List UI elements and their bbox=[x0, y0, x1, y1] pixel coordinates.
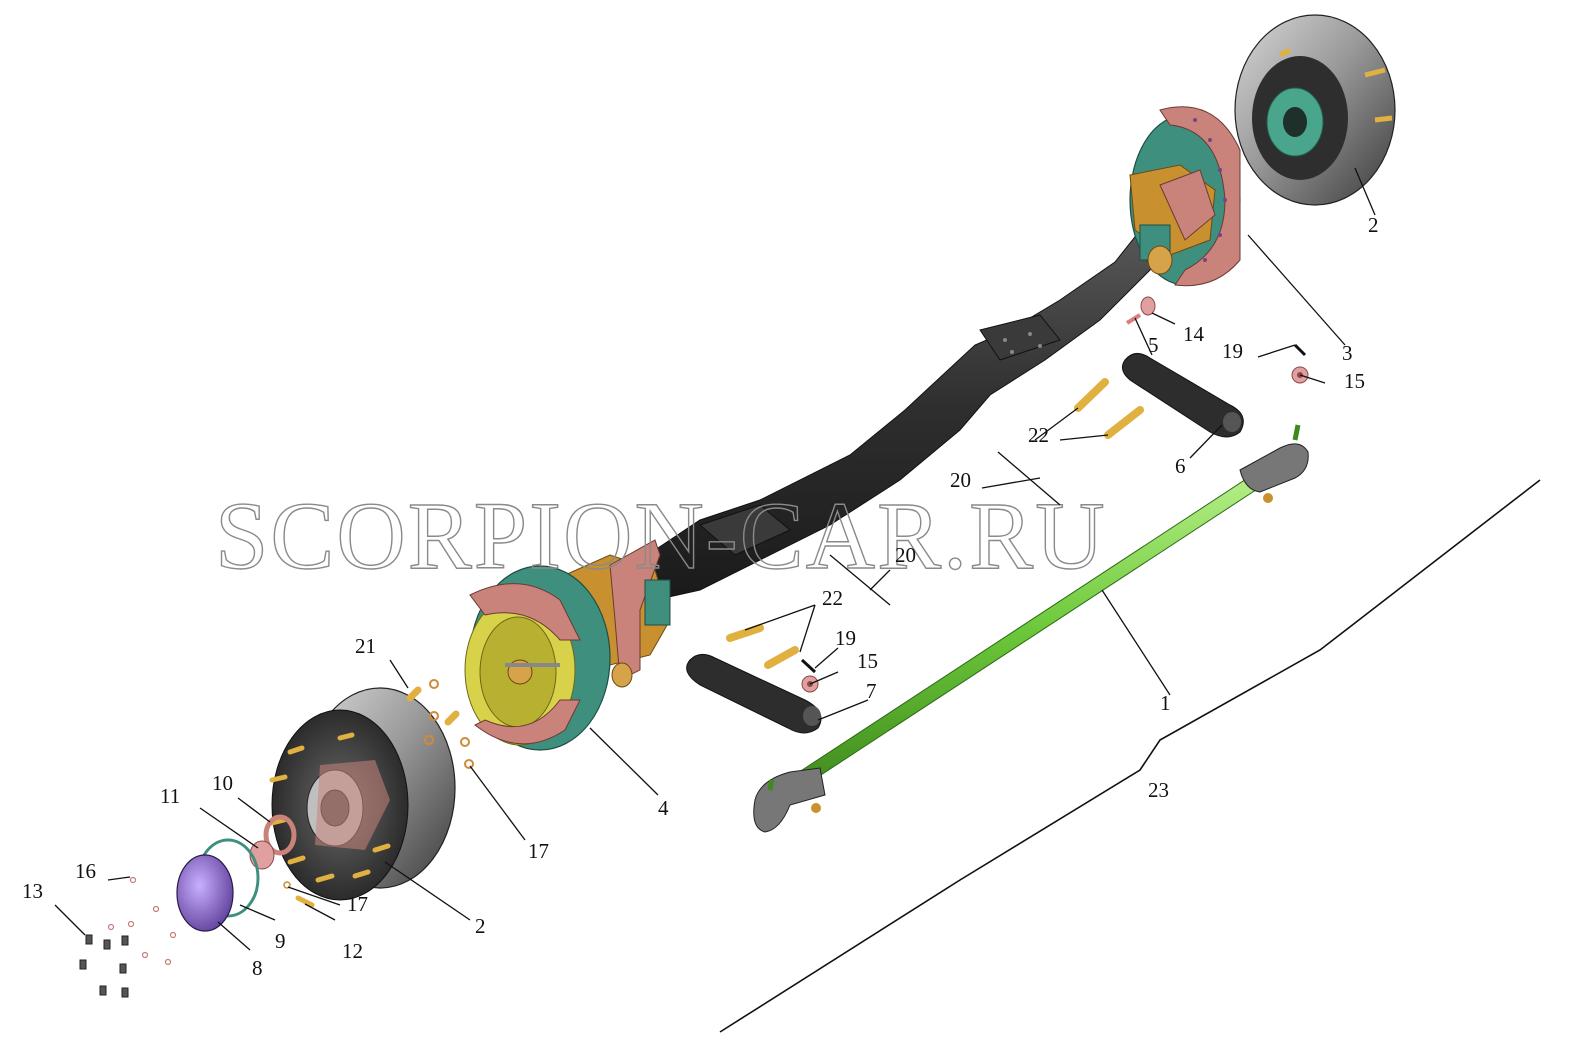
left-brake-drum bbox=[269, 687, 456, 901]
callout-22-right: 22 bbox=[1028, 423, 1049, 447]
callout-16: 16 bbox=[75, 859, 96, 883]
tie-rod-end-right bbox=[1239, 424, 1309, 503]
washers-17-left-hub bbox=[283, 881, 291, 889]
callout-9: 9 bbox=[275, 929, 286, 953]
leader-lines bbox=[54, 167, 1376, 951]
hub-cap-8 bbox=[176, 854, 234, 932]
boundary-line-23 bbox=[719, 479, 1541, 1033]
washers-16 bbox=[107, 876, 177, 966]
tie-rod-1 bbox=[753, 424, 1309, 833]
callout-1: 1 bbox=[1160, 691, 1171, 715]
king-pin-cotter-14 bbox=[1140, 296, 1156, 316]
bolts-21 bbox=[406, 686, 460, 726]
callout-19-right: 19 bbox=[1222, 339, 1243, 363]
wheel-stud bbox=[1374, 115, 1393, 123]
callout-4: 4 bbox=[658, 796, 669, 820]
bolts-13 bbox=[79, 934, 129, 998]
callout-15-left: 15 bbox=[857, 649, 878, 673]
steering-arm-7 bbox=[686, 654, 822, 734]
wheel-studs-left bbox=[269, 732, 391, 883]
callout-13: 13 bbox=[22, 879, 43, 903]
callout-10: 10 bbox=[212, 771, 233, 795]
callout-17-left: 17 bbox=[347, 892, 368, 916]
callout-14: 14 bbox=[1183, 322, 1205, 346]
callout-22-left: 22 bbox=[822, 586, 843, 610]
callout-labels: 1 2 2 3 4 5 6 7 8 9 10 11 12 13 14 15 15… bbox=[22, 213, 1379, 980]
wheel-stud bbox=[1278, 47, 1292, 58]
callout-11: 11 bbox=[160, 784, 180, 808]
steering-arm-6 bbox=[1121, 353, 1244, 438]
bolts-22-right bbox=[1074, 378, 1144, 439]
callout-23: 23 bbox=[1148, 778, 1169, 802]
callout-12: 12 bbox=[342, 939, 363, 963]
cotter-pin-19-left bbox=[800, 658, 817, 674]
callout-19-left: 19 bbox=[835, 626, 856, 650]
right-steering-knuckle bbox=[1129, 164, 1216, 275]
callout-17-right: 17 bbox=[528, 839, 549, 863]
callout-3: 3 bbox=[1342, 341, 1353, 365]
callout-2-right: 2 bbox=[1368, 213, 1379, 237]
wheel-stud bbox=[1364, 67, 1386, 78]
callout-5: 5 bbox=[1148, 333, 1159, 357]
callout-20-upper: 20 bbox=[950, 468, 971, 492]
callout-15-right: 15 bbox=[1344, 369, 1365, 393]
callout-20-lower: 20 bbox=[895, 543, 916, 567]
bearing-10 bbox=[263, 814, 297, 856]
callout-6: 6 bbox=[1175, 454, 1186, 478]
axle-beam bbox=[639, 217, 1181, 601]
bolt-5 bbox=[1125, 313, 1142, 325]
bolt-12 bbox=[295, 895, 315, 908]
watermark: SCORPION-CAR.RU bbox=[215, 482, 1107, 589]
tie-rod-end-left bbox=[753, 767, 826, 833]
left-brake-assembly bbox=[464, 565, 611, 751]
callout-8: 8 bbox=[252, 956, 263, 980]
callout-7: 7 bbox=[866, 679, 877, 703]
callout-21: 21 bbox=[355, 634, 376, 658]
right-brake-drum bbox=[1234, 14, 1396, 206]
washers-17 bbox=[424, 679, 474, 769]
cotter-pin-19-right bbox=[1293, 343, 1307, 357]
callout-2-left: 2 bbox=[475, 914, 486, 938]
bolts-22-left bbox=[726, 624, 799, 669]
